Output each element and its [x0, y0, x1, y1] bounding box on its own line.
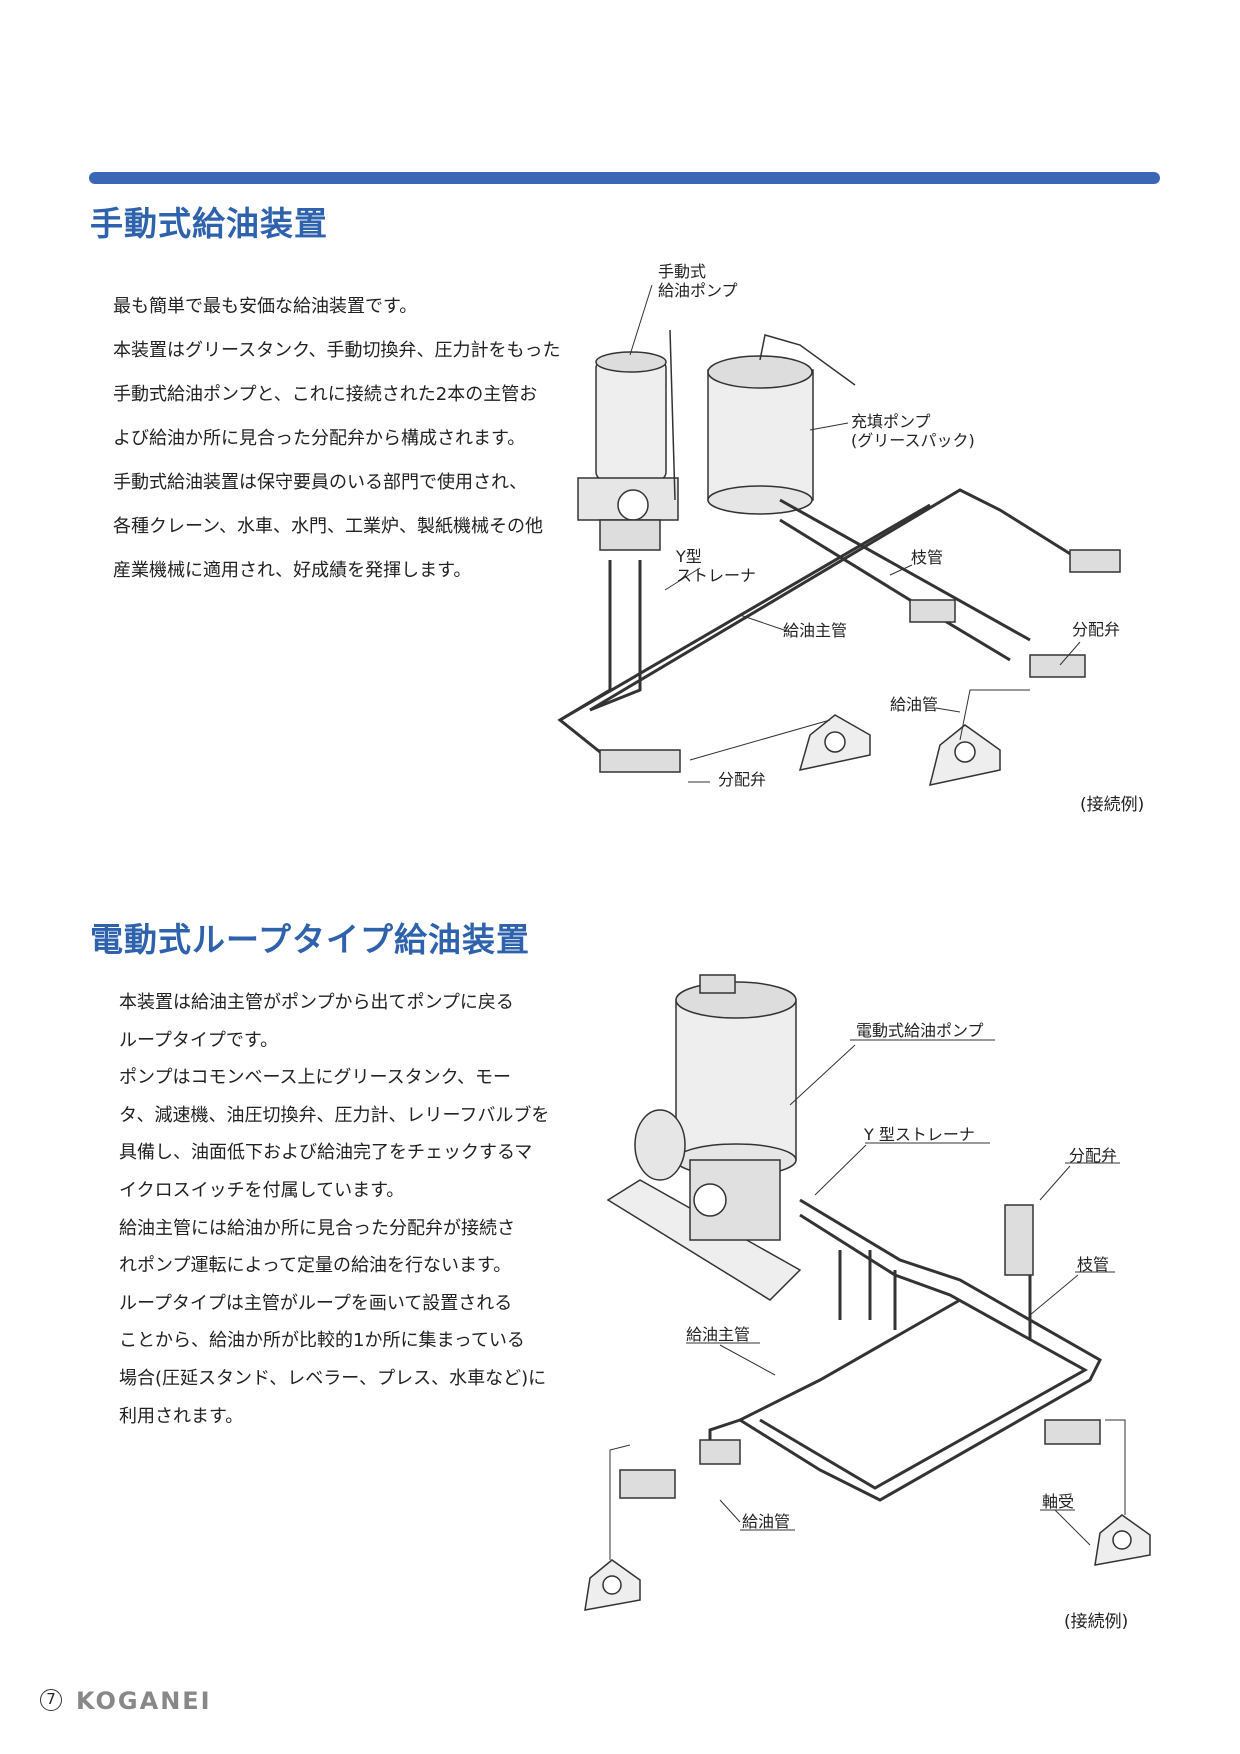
text-line: 各種クレーン、水車、水門、工業炉、製紙機械その他	[113, 516, 544, 537]
text-line: 本装置はグリースタンク、手動切換弁、圧力計をもった	[113, 340, 561, 361]
label-feed-pipe: 給油管	[742, 1512, 791, 1531]
text-line: 手動式給油ポンプと、これに接続された2本の主管お	[113, 384, 538, 405]
main-pipes	[557, 488, 1081, 762]
text-line: タ、減速機、油圧切換弁、圧力計、レリーフバルブを	[119, 1104, 550, 1126]
text-line: 給油主管には給油か所に見合った分配弁が接続さ	[119, 1217, 515, 1239]
text-line: 手動式給油装置は保守要員のいる部門で使用され、	[113, 472, 528, 493]
bearings	[584, 1514, 1151, 1611]
manual-pump-illustration	[577, 329, 679, 551]
label-bearing: 軸受	[1042, 1492, 1075, 1511]
section-title-electric-loop: 電動式ループタイプ給油装置	[90, 920, 531, 959]
section-divider-bar	[89, 172, 1160, 184]
section-title-manual: 手動式給油装置	[90, 204, 328, 243]
label-branch-pipe: 枝管	[911, 548, 944, 567]
caption-connection-example: (接続例)	[1064, 1612, 1129, 1632]
text-line: ループタイプです。	[119, 1029, 279, 1051]
label-electric-pump: 電動式給油ポンプ	[856, 1021, 984, 1040]
label-branch-pipe: 枝管	[1077, 1255, 1110, 1274]
label-manual-pump: 手動式給油ポンプ	[658, 262, 738, 300]
caption-connection-example: (接続例)	[1080, 795, 1145, 815]
text-line: 本装置は給油主管がポンプから出てポンプに戻る	[119, 992, 514, 1013]
electric-pump-illustration	[606, 974, 802, 1301]
text-line: ことから、給油か所が比較的1か所に集まっている	[119, 1330, 525, 1352]
label-distributor: 分配弁	[1069, 1146, 1118, 1165]
distributor-valves	[619, 1204, 1101, 1499]
bearings	[798, 714, 1001, 786]
page-number: 7	[40, 1689, 62, 1711]
loop-main-pipe	[708, 1198, 1102, 1502]
label-main-pipe: 給油主管	[783, 621, 848, 640]
label-feed-pipe: 給油管	[890, 695, 939, 714]
label-distributor-left: 分配弁	[718, 770, 767, 789]
text-line: 最も簡単で最も安価な給油装置です。	[113, 296, 418, 317]
text-line: 利用されます。	[119, 1405, 244, 1427]
distributor-valves	[599, 549, 1121, 773]
text-line: ループタイプは主管がループを画いて設置される	[119, 1292, 513, 1314]
text-line: 場合(圧延スタンド、レベラー、プレス、水車など)に	[119, 1368, 547, 1389]
text-line: イクロスイッチを付属しています。	[119, 1180, 405, 1201]
text-line: 具備し、油面低下および給油完了をチェックするマ	[119, 1142, 533, 1164]
label-main-pipe: 給油主管	[686, 1325, 751, 1344]
label-distributor-right: 分配弁	[1072, 620, 1121, 639]
label-y-strainer: Y型ストレーナ	[676, 547, 757, 585]
text-line: ポンプはコモンベース上にグリースタンク、モー	[119, 1067, 512, 1089]
label-y-strainer: Y 型ストレーナ	[864, 1125, 975, 1144]
text-line: れポンプ運転によって定量の給油を行ないます。	[119, 1255, 512, 1277]
text-line: よび給油か所に見合った分配弁から構成されます。	[113, 428, 526, 449]
grease-pack-illustration	[707, 334, 856, 515]
label-fill-pump: 充填ポンプ(グリースパック)	[851, 412, 975, 450]
text-line: 産業機械に適用され、好成績を発揮します。	[113, 560, 472, 581]
koganei-logo: KOGANEI	[76, 1687, 212, 1715]
